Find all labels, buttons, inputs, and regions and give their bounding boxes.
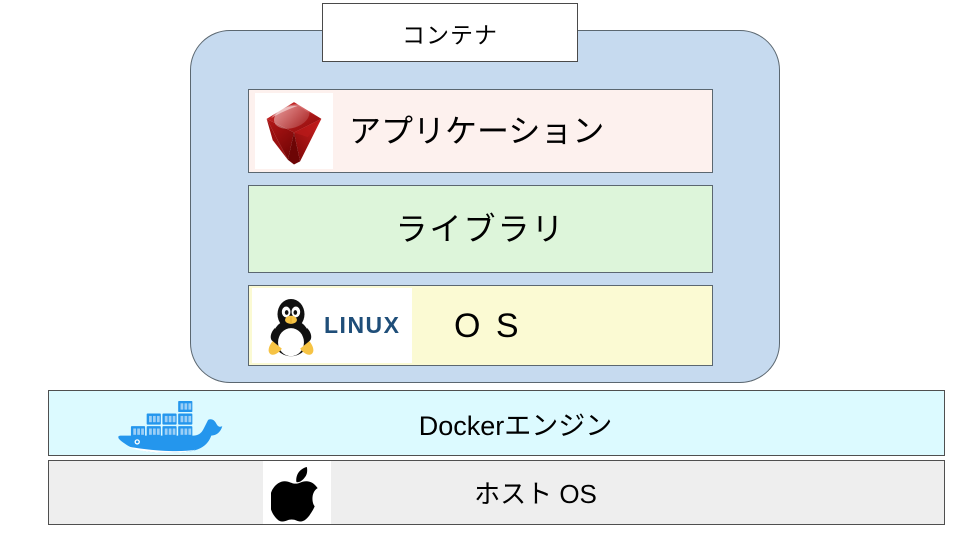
container-label-box: コンテナ: [322, 3, 578, 62]
layer-host-os-label: ホスト OS: [474, 479, 597, 509]
apple-logo-icon: [271, 466, 318, 522]
layer-application: アプリケーション: [248, 89, 713, 173]
docker-whale-icon: [118, 400, 223, 453]
linux-logo-text: LINUX: [324, 312, 401, 338]
layer-library-label: ライブラリ: [395, 211, 566, 247]
linux-logo-panel: LINUX: [252, 288, 412, 363]
layer-docker-engine-label: Dockerエンジン: [418, 410, 613, 441]
layer-docker-engine: Dockerエンジン: [48, 390, 945, 456]
layer-os: LINUX O S: [248, 285, 713, 366]
layer-library: ライブラリ: [248, 185, 713, 273]
layer-host-os: ホスト OS: [48, 460, 945, 525]
ruby-logo-icon: [255, 93, 333, 169]
linux-tux-icon: [268, 298, 314, 356]
apple-logo-panel: [263, 461, 331, 524]
container-label-text: コンテナ: [402, 21, 498, 48]
layer-application-label: アプリケーション: [349, 113, 605, 149]
layer-os-label: O S: [454, 306, 522, 345]
